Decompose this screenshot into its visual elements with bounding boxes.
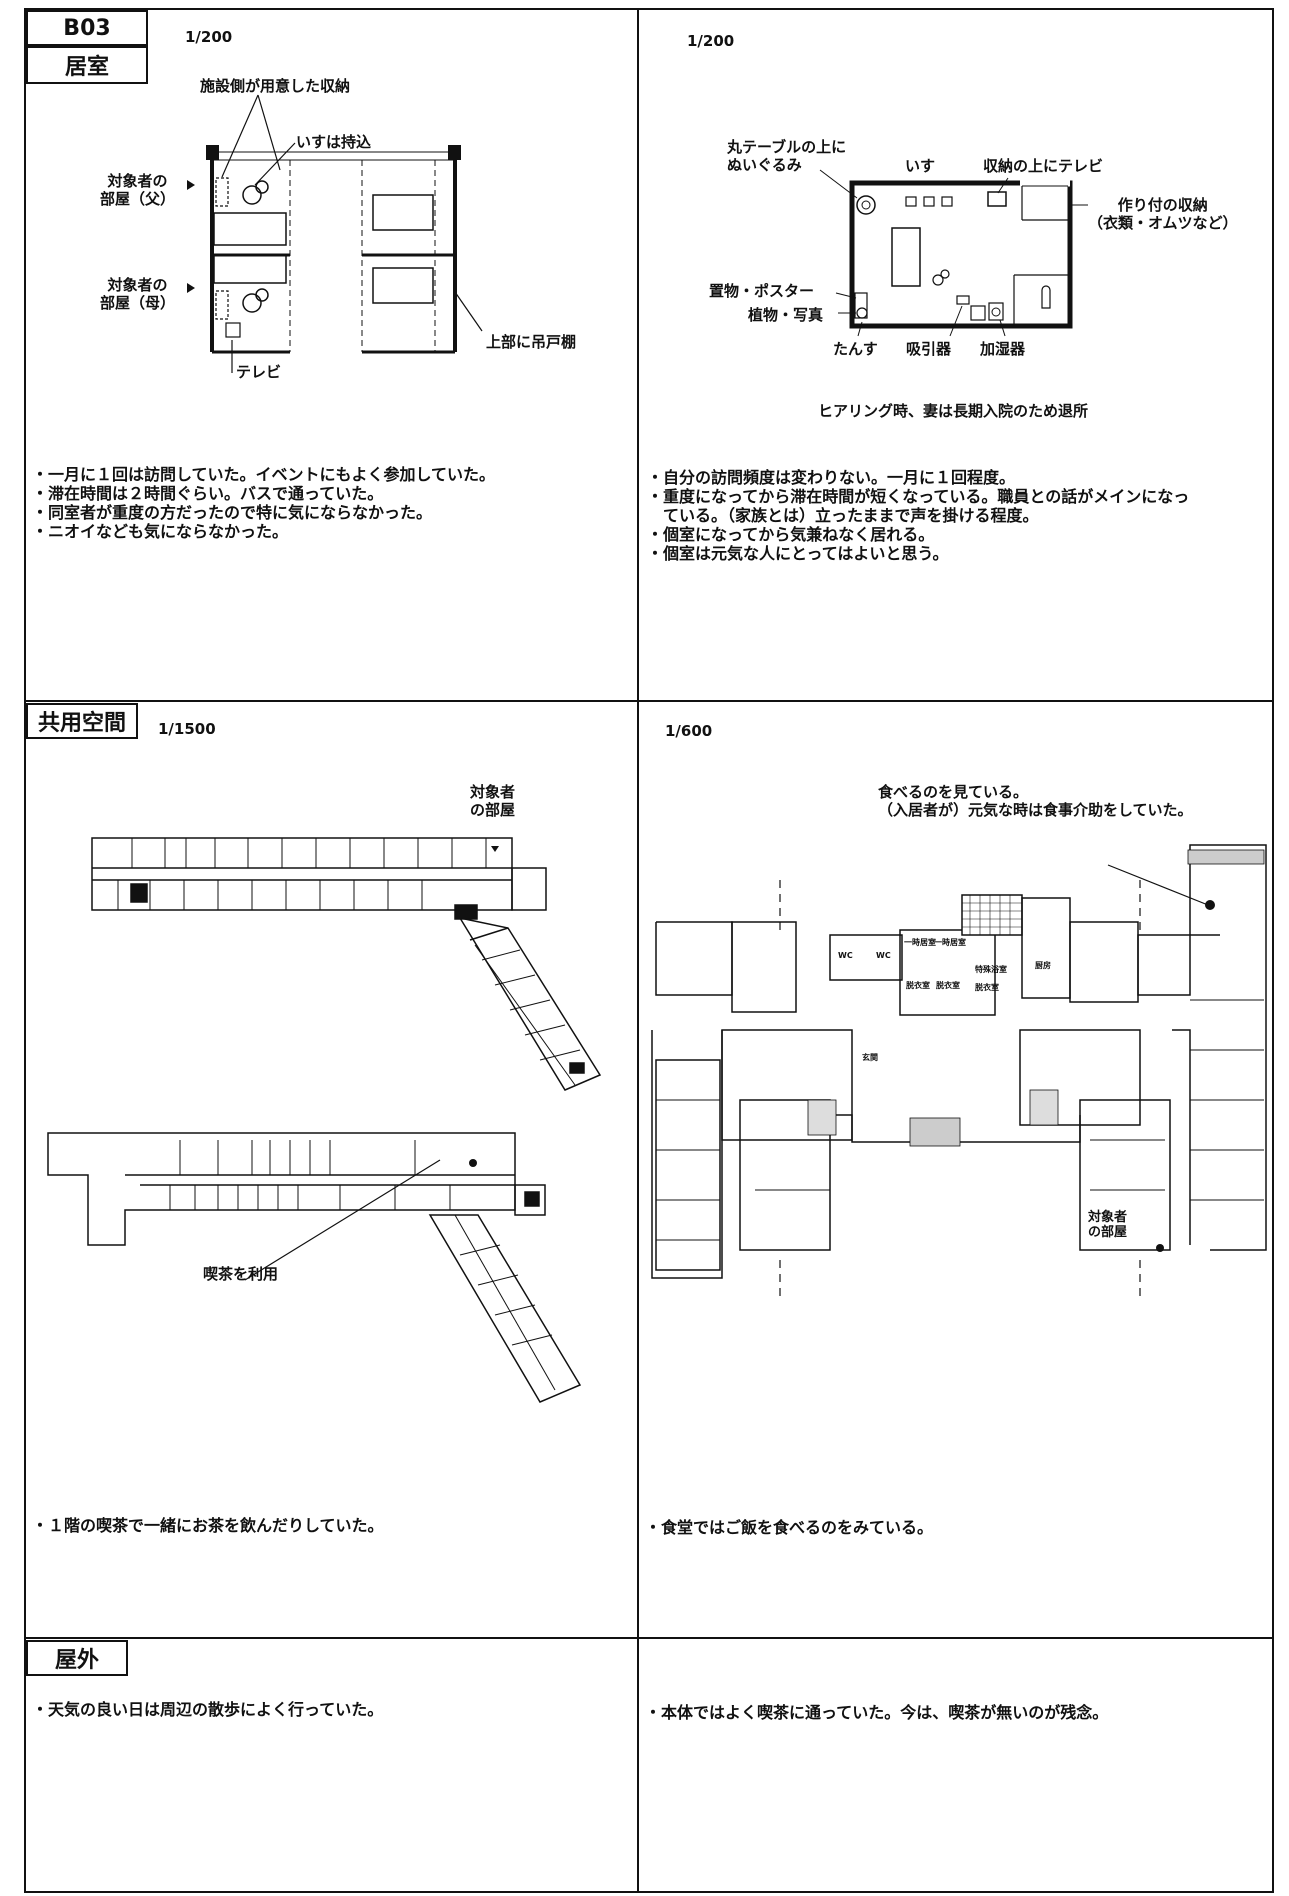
- comments-common-right: ・食堂ではご飯を食べるのをみている。: [645, 1518, 933, 1537]
- comments-room-right: ・自分の訪問頻度は変わりない。一月に１回程度。 ・重度になってから滞在時間が短く…: [647, 468, 1189, 563]
- comment-line: ・天気の良い日は周辺の散歩によく行っていた。: [32, 1700, 384, 1719]
- label-plush-on-table: 丸テーブルの上に ぬいぐるみ: [727, 138, 846, 174]
- label-chair: いす: [905, 157, 936, 175]
- label-target-line2: の部屋: [470, 801, 516, 819]
- comments-room-left: ・一月に１回は訪問していた。イベントにもよく参加していた。 ・滞在時間は２時間ぐ…: [32, 465, 495, 541]
- label-father-room: 対象者の 部屋（父）: [100, 172, 175, 208]
- room-label: 一時居室: [904, 937, 936, 947]
- label-dining-note: 食べるのを見ている。 （入居者が）元気な時は食事介助をしていた。: [878, 783, 1193, 819]
- scale-room-right: 1/200: [687, 32, 735, 50]
- label-humidifier: 加湿器: [980, 340, 1026, 358]
- label-upper-shelf: 上部に吊戸棚: [486, 333, 577, 351]
- label-target-line1: 対象者: [470, 783, 516, 801]
- room-label: 脱衣室: [975, 982, 999, 992]
- label-tv-on-storage: 収納の上にテレビ: [983, 157, 1104, 175]
- label-mother-room-line2: 部屋（母）: [100, 294, 176, 312]
- room-label: 特殊浴室: [975, 964, 1007, 974]
- room-label: 厨房: [1035, 960, 1051, 970]
- row-divider-2: [24, 1637, 1274, 1639]
- comment-line: ・本体ではよく喫茶に通っていた。今は、喫茶が無いのが残念。: [645, 1703, 1109, 1722]
- comment-line: ・滞在時間は２時間ぐらい。バスで通っていた。: [32, 484, 384, 503]
- comment-line: ・食堂ではご飯を食べるのをみている。: [645, 1518, 934, 1537]
- common-plan-left: [47, 837, 602, 1403]
- label-father-room-line2: 部屋（父）: [100, 190, 176, 208]
- label-target-right-line1: 対象者: [1088, 1210, 1128, 1225]
- label-builtin-line2: （衣類・オムツなど）: [1088, 214, 1238, 232]
- room-plan-right: [819, 169, 1088, 337]
- comments-common-left: ・１階の喫茶で一緒にお茶を飲んだりしていた。: [32, 1516, 384, 1535]
- comments-outdoor-left: ・天気の良い日は周辺の散歩によく行っていた。: [32, 1700, 383, 1719]
- label-tv: テレビ: [236, 363, 282, 381]
- comment-line: ・個室は元気な人にとってはよいと思う。: [647, 544, 949, 563]
- comment-line: ・同室者が重度の方だったので特に気にならなかった。: [32, 503, 433, 522]
- comment-line: ・個室になってから気兼ねなく居れる。: [647, 525, 935, 544]
- scale-common-left: 1/1500: [158, 720, 216, 738]
- label-plants: 植物・写真: [748, 306, 824, 324]
- label-plush-line1: 丸テーブルの上に: [727, 138, 847, 156]
- comment-line: ている。（家族とは）立ったままで声を掛ける程度。: [647, 506, 1039, 525]
- label-target-room-left: 対象者 の部屋: [470, 783, 515, 819]
- comments-outdoor-right: ・本体ではよく喫茶に通っていた。今は、喫茶が無いのが残念。: [645, 1703, 1108, 1722]
- room-label: 玄関: [862, 1052, 878, 1062]
- label-mother-room: 対象者の 部屋（母）: [100, 276, 175, 312]
- label-target-room-right: 対象者 の部屋: [1088, 1210, 1127, 1240]
- room-label: WC: [838, 951, 853, 960]
- comment-line: ・１階の喫茶で一緒にお茶を飲んだりしていた。: [32, 1516, 384, 1535]
- label-father-room-line1: 対象者の: [107, 172, 168, 190]
- comment-line: ・重度になってから滞在時間が短くなっている。職員との話がメインになっ: [647, 487, 1190, 506]
- label-mother-room-line1: 対象者の: [107, 276, 168, 294]
- room-plan-left: [187, 94, 483, 373]
- hearing-note: ヒアリング時、妻は長期入院のため退所: [818, 402, 1089, 420]
- common-plan-right: WC WC 一時居室 一時居室 脱衣室 脱衣室 特殊浴室 脱衣室 厨房 玄関: [651, 844, 1267, 1300]
- label-builtin-line1: 作り付の収納: [1117, 196, 1208, 214]
- row-divider-1: [24, 700, 1274, 702]
- room-label: 脱衣室: [936, 980, 960, 990]
- label-cafe-use: 喫茶を利用: [203, 1265, 279, 1283]
- label-storage: 施設側が用意した収納: [200, 77, 351, 95]
- label-decor: 置物・ポスター: [709, 282, 815, 300]
- label-suction: 吸引器: [906, 340, 952, 358]
- label-dining-note-line2: （入居者が）元気な時は食事介助をしていた。: [878, 801, 1193, 819]
- room-label: WC: [876, 951, 891, 960]
- label-chair-brought: いすは持込: [296, 133, 372, 151]
- comment-line: ・ニオイなども気にならなかった。: [32, 522, 289, 541]
- comment-line: ・一月に１回は訪問していた。イベントにもよく参加していた。: [32, 465, 496, 484]
- label-builtin-storage: 作り付の収納 （衣類・オムツなど）: [1088, 196, 1238, 232]
- section-tag-outdoor: 屋外: [26, 1640, 128, 1676]
- scale-common-right: 1/600: [665, 722, 713, 740]
- section-tag-common: 共用空間: [26, 703, 138, 739]
- comment-line: ・自分の訪問頻度は変わりない。一月に１回程度。: [647, 468, 1016, 487]
- label-chest: たんす: [833, 340, 878, 358]
- label-plush-line2: ぬいぐるみ: [727, 156, 802, 174]
- column-divider: [637, 8, 639, 1893]
- page-frame: [24, 8, 1274, 1893]
- section-tag-room: 居室: [26, 46, 148, 84]
- scale-room-left: 1/200: [185, 28, 233, 46]
- room-label: 脱衣室: [906, 980, 930, 990]
- room-label: 一時居室: [934, 937, 966, 947]
- document-id-tag: B03: [26, 10, 148, 46]
- label-target-right-line2: の部屋: [1088, 1225, 1128, 1240]
- label-dining-note-line1: 食べるのを見ている。: [878, 783, 1029, 801]
